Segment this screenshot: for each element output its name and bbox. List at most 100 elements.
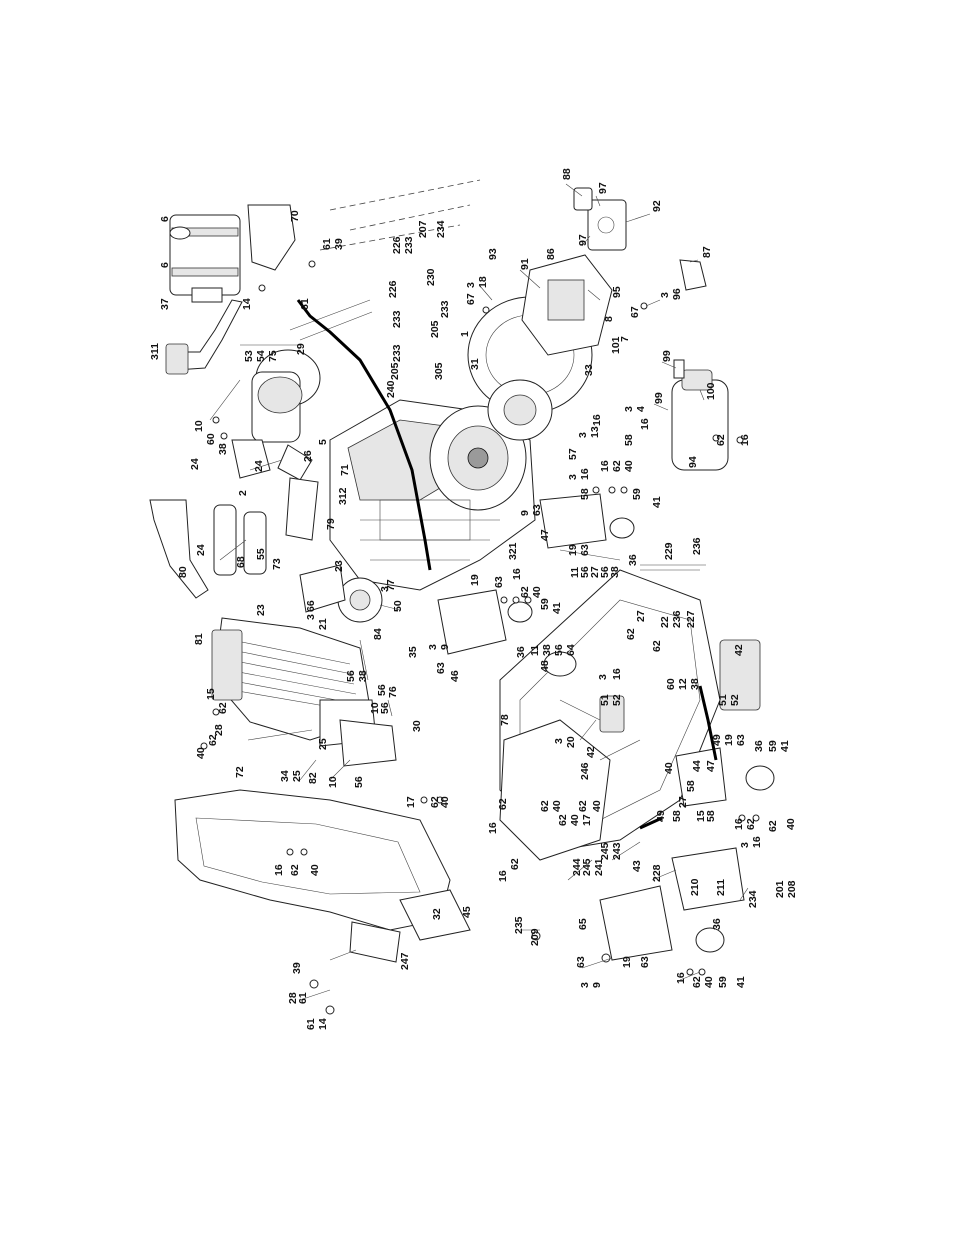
callout-number: 59 xyxy=(767,740,779,752)
callout-number: 19 xyxy=(469,574,481,586)
callout-number: 42 xyxy=(585,746,597,758)
callout-number: 62 xyxy=(745,818,757,830)
callout-number: 56 xyxy=(553,644,565,656)
callout-number: 75 xyxy=(267,350,279,362)
callout-number: 62 xyxy=(509,858,521,870)
callout-number: 16 xyxy=(591,414,603,426)
callout-number: 34 xyxy=(279,770,291,782)
callout-number: 40 xyxy=(309,864,321,876)
callout-number: 56 xyxy=(345,670,357,682)
callout-number: 40 xyxy=(551,800,563,812)
callout-number: 62 xyxy=(767,820,779,832)
callout-number: 78 xyxy=(499,714,511,726)
callout-number: 59 xyxy=(539,598,551,610)
starter-motor xyxy=(671,359,729,471)
callout-number: 62 xyxy=(651,640,663,652)
callout-number: 245 xyxy=(599,842,611,860)
callout-number: 233 xyxy=(403,236,415,254)
callout-number: 234 xyxy=(435,220,447,238)
callout-number: 47 xyxy=(705,760,717,772)
callout-number: 208 xyxy=(786,880,798,898)
callout-number: 40 xyxy=(623,460,635,472)
muffler-assembly xyxy=(165,204,296,375)
callout-number: 37 xyxy=(159,298,171,310)
callout-number: 210 xyxy=(689,878,701,896)
callout-number: 60 xyxy=(665,678,677,690)
callout-number: 24 xyxy=(189,458,201,470)
callout-number: 59 xyxy=(631,488,643,500)
callout-number: 63 xyxy=(575,956,587,968)
callout-number: 17 xyxy=(405,796,417,808)
callout-number: 59 xyxy=(717,976,729,988)
callout-number: 63 xyxy=(493,576,505,588)
callout-number: 233 xyxy=(439,300,451,318)
callout-number: 60 xyxy=(205,433,217,445)
callout-number: 62 xyxy=(289,864,301,876)
callout-number: 207 xyxy=(417,220,429,238)
callout-number: 247 xyxy=(399,952,411,970)
callout-number: 205 xyxy=(429,320,441,338)
callout-number: 64 xyxy=(565,644,577,656)
callout-number: 40 xyxy=(569,814,581,826)
callout-number: 26 xyxy=(302,450,314,462)
fastener-hardware xyxy=(200,260,760,1015)
callout-number: 77 xyxy=(385,579,397,591)
callout-number: 38 xyxy=(541,644,553,656)
callout-number: 56 xyxy=(353,776,365,788)
callout-number: 3 xyxy=(427,644,439,650)
callout-number: 230 xyxy=(425,268,437,286)
callout-number: 96 xyxy=(671,288,683,300)
callout-number: 10 xyxy=(193,420,205,432)
callout-number: 48 xyxy=(539,660,551,672)
callout-number: 86 xyxy=(545,248,557,260)
callout-number: 58 xyxy=(579,488,591,500)
callout-number: 19 xyxy=(567,544,579,556)
callout-number: 23 xyxy=(333,560,345,572)
callout-number: 236 xyxy=(671,610,683,628)
callout-number: 91 xyxy=(519,258,531,270)
callout-number: 63 xyxy=(435,662,447,674)
callout-number: 67 xyxy=(465,293,477,305)
callout-number: 3 xyxy=(739,842,751,848)
callout-number: 11 xyxy=(529,644,541,656)
callout-number: 40 xyxy=(703,976,715,988)
callout-number: 39 xyxy=(333,238,345,250)
callout-number: 68 xyxy=(235,556,247,568)
callout-number: 24 xyxy=(253,460,265,472)
callout-number: 63 xyxy=(531,504,543,516)
callout-number: 1 xyxy=(459,331,471,337)
callout-number: 23 xyxy=(255,604,267,616)
callout-number: 240 xyxy=(385,380,397,398)
callout-number: 36 xyxy=(627,554,639,566)
callout-number: 22 xyxy=(659,616,671,628)
callout-number: 62 xyxy=(207,734,219,746)
callout-number: 58 xyxy=(705,810,717,822)
callout-number: 8 xyxy=(603,316,615,322)
callout-number: 234 xyxy=(747,890,759,908)
callout-number: 44 xyxy=(691,760,703,772)
callout-number: 51 xyxy=(599,694,611,706)
callout-number: 10 xyxy=(327,776,339,788)
callout-number: 38 xyxy=(689,678,701,690)
callout-number: 71 xyxy=(339,464,351,476)
callout-number: 38 xyxy=(357,670,369,682)
callout-number: 76 xyxy=(387,686,399,698)
callout-number: 50 xyxy=(392,600,404,612)
callout-number: 201 xyxy=(774,880,786,898)
callout-number: 80 xyxy=(177,566,189,578)
callout-number: 311 xyxy=(149,343,161,360)
callout-number: 39 xyxy=(291,962,303,974)
callout-number: 40 xyxy=(591,800,603,812)
callout-number: 88 xyxy=(561,168,573,180)
callout-number: 29 xyxy=(295,343,307,355)
callout-number: 27 xyxy=(635,610,647,622)
callout-number: 2 xyxy=(237,490,249,496)
callout-number: 82 xyxy=(307,772,319,784)
callout-number: 3 xyxy=(567,474,579,480)
callout-number: 18 xyxy=(477,276,489,288)
callout-number: 211 xyxy=(715,879,727,896)
callout-number: 100 xyxy=(705,382,717,400)
callout-number: 16 xyxy=(511,568,523,580)
callout-number: 209 xyxy=(529,928,541,946)
